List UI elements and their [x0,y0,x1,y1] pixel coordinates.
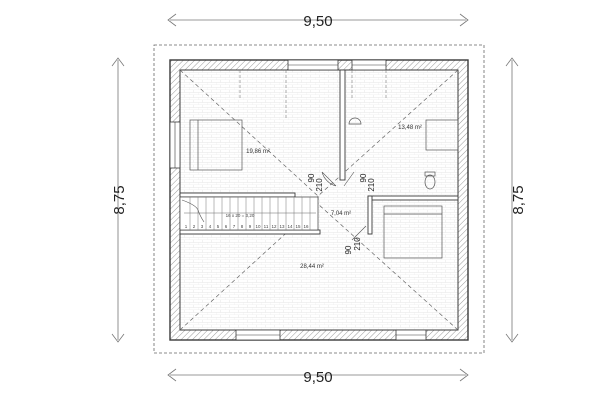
door-1-width: 90 [307,173,316,182]
toilet-icon [424,174,436,190]
door-swings [321,171,367,241]
stair-step-9: 9 [249,224,252,229]
bed-2 [383,205,443,259]
room-area-bedroom-1: 19,86 m² [246,149,270,155]
stair-step-16: 16 [303,224,309,229]
stair-step-8: 8 [241,224,244,229]
dimension-left: 8,75 [111,57,128,343]
dimension-right-label: 8,75 [510,185,527,214]
staircase: 1 2 3 4 5 6 7 8 9 10 11 12 13 14 15 16 1… [179,196,319,231]
dimension-right: 8,75 [505,57,527,343]
dimension-bottom: 9,50 [167,368,469,386]
stair-step-2: 2 [193,224,196,229]
shower-icon [425,119,459,151]
stair-label: 16 x 20 = 3,20 [226,213,255,218]
stair-step-4: 4 [209,224,212,229]
dimension-top: 9,50 [167,13,469,30]
wall-stair-top [179,192,296,198]
wall-vertical-center [339,69,346,181]
stair-step-5: 5 [217,224,220,229]
stair-step-13: 13 [279,224,285,229]
door-3-width: 90 [344,245,353,254]
interior-walls [179,69,459,235]
stair-step-1: 1 [185,224,188,229]
slope-lines [239,70,387,120]
wall-hall-right [367,195,459,201]
dimension-bottom-label: 9,50 [303,369,332,386]
door-1-height: 210 [315,178,324,192]
stair-step-11: 11 [264,224,269,229]
stair-step-7: 7 [233,224,236,229]
bathroom-fixtures [348,117,459,190]
room-area-bathroom: 13,48 m² [398,125,422,131]
stair-step-12: 12 [271,224,277,229]
door-2-width: 90 [359,173,368,182]
door-3-height: 210 [353,237,362,251]
wall-hall-vertical [367,195,373,235]
sink-icon [348,117,362,125]
door-2-height: 210 [367,178,376,192]
dimension-top-label: 9,50 [303,13,332,30]
stair-step-3: 3 [201,224,204,229]
stair-step-6: 6 [225,224,228,229]
wall-stair-bottom [179,229,321,235]
stair-step-10: 10 [255,224,261,229]
room-area-hall: 7,04 m² [331,211,351,217]
stair-step-15: 15 [295,224,301,229]
bed-1 [189,119,243,171]
dimension-left-label: 8,75 [111,185,128,214]
stair-step-14: 14 [287,224,293,229]
room-area-bedroom-2: 28,44 m² [300,264,324,270]
roof-outline [153,44,485,354]
windows [169,59,427,341]
